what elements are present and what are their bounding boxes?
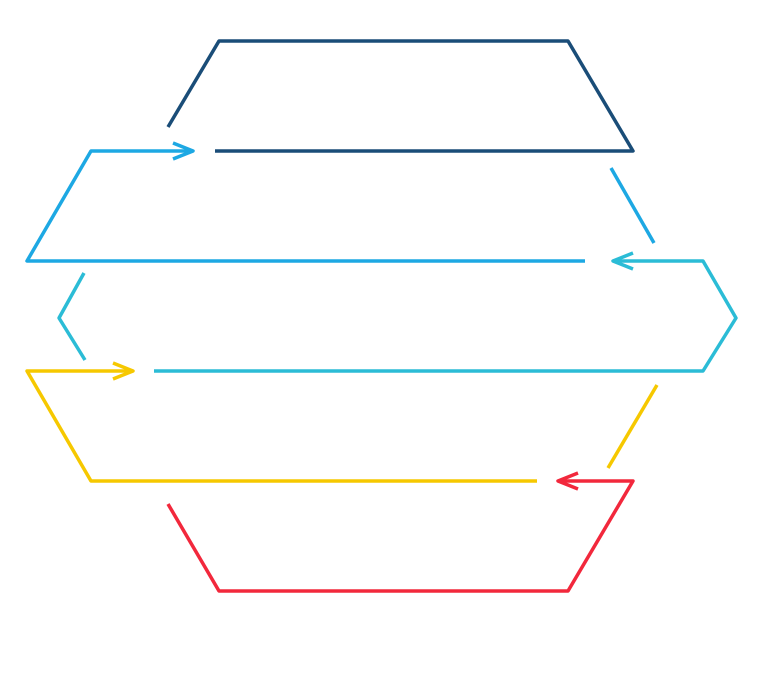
yellow-hexagon-path <box>25 369 537 483</box>
stage-yellow <box>25 361 659 483</box>
blue-hexagon-path <box>25 149 585 263</box>
yellow-connector-segment <box>606 384 659 469</box>
blue-arrow-right-icon <box>172 141 195 161</box>
stage-dark-blue <box>166 39 635 153</box>
stage-blue <box>25 141 656 263</box>
stage-cyan <box>57 251 738 373</box>
stage-red <box>166 471 635 593</box>
red-arrow-left-icon <box>556 471 579 491</box>
cyan-connector-segment <box>57 272 87 361</box>
cyan-arrow-left-icon <box>611 251 634 271</box>
blue-connector-segment <box>609 167 656 244</box>
red-hexagon-path <box>166 479 635 593</box>
cyan-hexagon-path <box>154 259 738 373</box>
yellow-arrow-right-icon <box>112 361 135 381</box>
dark-blue-hexagon-path <box>166 39 635 153</box>
